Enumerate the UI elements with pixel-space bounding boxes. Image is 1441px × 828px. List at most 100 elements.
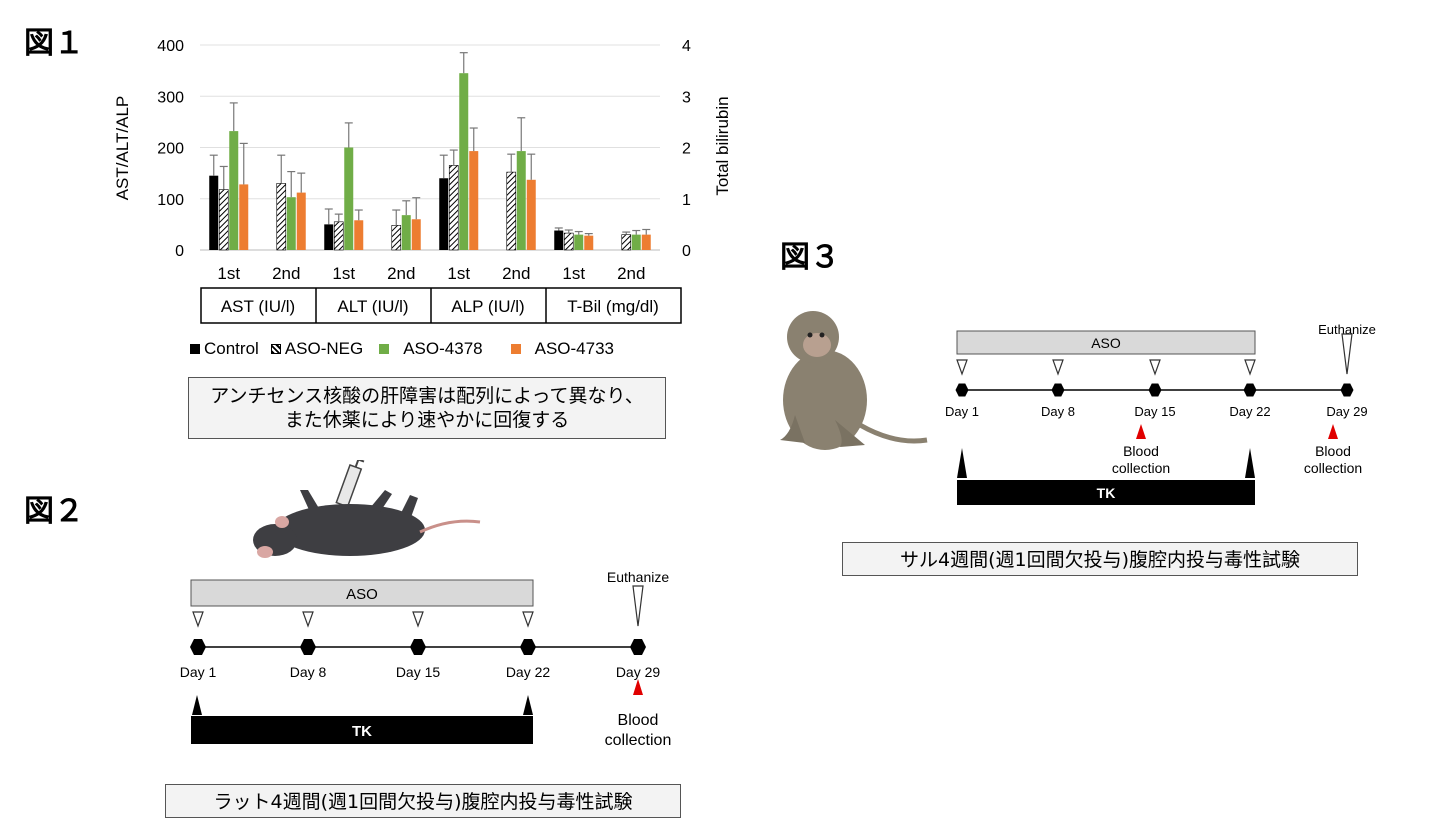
bar-aso-neg — [448, 165, 459, 251]
dose-marker — [1149, 359, 1161, 376]
legend-label: ASO-NEG — [284, 339, 364, 358]
euthanize-marker — [632, 585, 644, 627]
blood-label: Blood — [618, 712, 659, 729]
rat-illustration — [253, 460, 481, 558]
legend-label: ASO-4378 — [403, 339, 483, 358]
bar-aso-4378 — [574, 234, 584, 250]
blood-label: Blood — [1315, 443, 1351, 459]
group-label: ALP (IU/l) — [451, 297, 524, 316]
figure1-caption: アンチセンス核酸の肝障害は配列によって異なり、 また休薬により速やかに回復する — [188, 377, 666, 439]
blood-marker — [1136, 424, 1146, 439]
day-node — [955, 383, 969, 397]
day-node — [630, 639, 646, 655]
x-tick-label: 1st — [447, 264, 470, 283]
y-right-tick: 2 — [682, 141, 691, 158]
legend-swatch-aso-4733 — [510, 344, 521, 354]
bar-control — [324, 224, 334, 250]
bar-aso-4378 — [631, 234, 641, 250]
bar-aso-neg — [506, 171, 517, 251]
bar-aso-4378 — [229, 131, 239, 250]
legend-aso-neg: ASO-NEG — [270, 339, 364, 359]
tk-marker — [1245, 448, 1255, 478]
bar-aso-4733 — [641, 234, 651, 250]
tk-label: TK — [1097, 485, 1116, 501]
y-left-tick: 100 — [157, 192, 184, 209]
x-tick-label: 2nd — [272, 264, 300, 283]
aso-label: ASO — [346, 586, 378, 603]
group-box — [200, 287, 682, 324]
bar-aso-neg — [333, 221, 344, 251]
day-label: Day 15 — [396, 664, 441, 680]
figure2-label: 図２ — [24, 494, 84, 529]
bar-control — [554, 230, 564, 250]
dose-marker — [412, 611, 424, 628]
day-label: Day 22 — [506, 664, 551, 680]
aso-label: ASO — [1091, 335, 1121, 351]
bar-aso-neg — [391, 225, 402, 251]
bar-aso-4378 — [344, 147, 354, 250]
chart-legend: Control ASO-NEG ASO-4378 ASO-4733 — [190, 339, 626, 359]
figure2-caption: ラット4週間(週1回間欠投与)腹腔内投与毒性試験 — [165, 784, 681, 818]
x-tick-label: 1st — [562, 264, 585, 283]
day-node — [300, 639, 316, 655]
bar-aso-neg — [218, 189, 229, 251]
collection-label: collection — [605, 732, 672, 749]
x-tick-label: 2nd — [617, 264, 645, 283]
day-label: Day 29 — [616, 664, 661, 680]
day-label: Day 8 — [290, 664, 327, 680]
y-left-tick: 0 — [175, 243, 184, 260]
bar-aso-4378 — [401, 215, 411, 250]
caption-line: アンチセンス核酸の肝障害は配列によって異なり、 — [210, 385, 644, 407]
bar-aso-4733 — [411, 219, 421, 250]
bar-aso-4378 — [516, 151, 526, 250]
aso-bar — [956, 330, 1256, 355]
blood-marker — [1328, 424, 1338, 439]
y-right-tick: 4 — [682, 38, 691, 55]
bar-aso-4733 — [584, 235, 594, 250]
x-tick-label: 1st — [332, 264, 355, 283]
legend-aso-4733: ASO-4733 — [510, 339, 614, 359]
dose-marker — [956, 359, 968, 376]
dose-marker — [522, 611, 534, 628]
x-tick-label: 1st — [217, 264, 240, 283]
caption-line: また休薬により速やかに回復する — [284, 409, 570, 431]
day-node — [1243, 383, 1257, 397]
monkey-illustration — [780, 311, 928, 450]
legend-aso-4378: ASO-4378 — [379, 339, 483, 359]
legend-swatch-aso-4378 — [379, 344, 390, 354]
dose-marker — [1244, 359, 1256, 376]
bar-aso-4378 — [459, 73, 469, 250]
bar-aso-4733 — [239, 184, 249, 250]
y-right-axis-label: Total bilirubin — [713, 96, 732, 195]
legend-label: ASO-4733 — [534, 339, 614, 358]
y-right-tick: 0 — [682, 243, 691, 260]
day-node — [190, 639, 206, 655]
day-node — [1051, 383, 1065, 397]
legend-swatch-aso-neg — [270, 344, 281, 354]
y-right-tick: 1 — [682, 192, 691, 209]
day-label: Day 8 — [1041, 404, 1075, 419]
x-tick-label: 2nd — [502, 264, 530, 283]
collection-label: collection — [1304, 460, 1362, 476]
y-left-axis-label: AST/ALT/ALP — [113, 96, 132, 201]
dose-marker — [1052, 359, 1064, 376]
legend-label: Control — [204, 339, 259, 358]
bar-aso-4378 — [286, 197, 296, 250]
tk-marker — [523, 695, 533, 715]
euthanize-label: Euthanize — [1318, 322, 1376, 337]
day-node — [520, 639, 536, 655]
day-label: Day 1 — [180, 664, 217, 680]
tk-marker — [192, 695, 202, 715]
bar-aso-neg — [563, 232, 574, 251]
blood-label: Blood — [1123, 443, 1159, 459]
day-node — [1148, 383, 1162, 397]
y-right-tick: 3 — [682, 89, 691, 106]
bar-aso-4733 — [526, 179, 536, 250]
day-label: Day 22 — [1229, 404, 1270, 419]
y-left-tick: 400 — [157, 38, 184, 55]
aso-bar — [190, 579, 534, 607]
figure3-label: 図３ — [780, 240, 840, 275]
